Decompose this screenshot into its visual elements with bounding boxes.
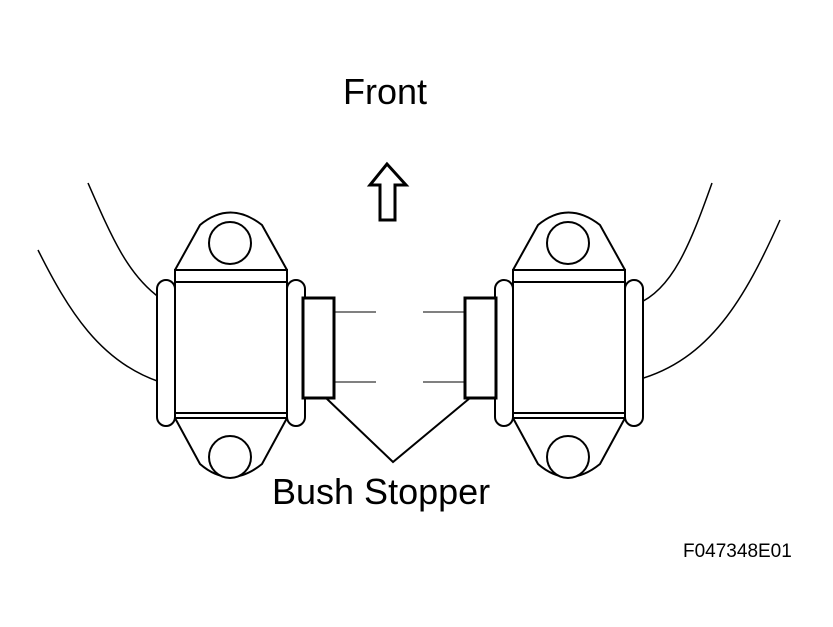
bush-stopper-label: Bush Stopper [272,471,490,512]
figure-code: F047348E01 [683,541,792,562]
right-bushing [494,211,644,479]
left-bush-stopper [301,296,336,400]
arrow-up-icon [366,161,410,222]
right-inner-wire [636,219,781,381]
bush-stopper-leader [325,397,471,464]
left-outer-wire [87,182,161,299]
front-label: Front [343,71,427,112]
right-outer-wire [636,182,713,305]
stopper-guide-lines [334,311,465,383]
right-bush-stopper [463,296,498,400]
left-inner-wire [37,249,161,383]
left-bushing [156,211,306,479]
